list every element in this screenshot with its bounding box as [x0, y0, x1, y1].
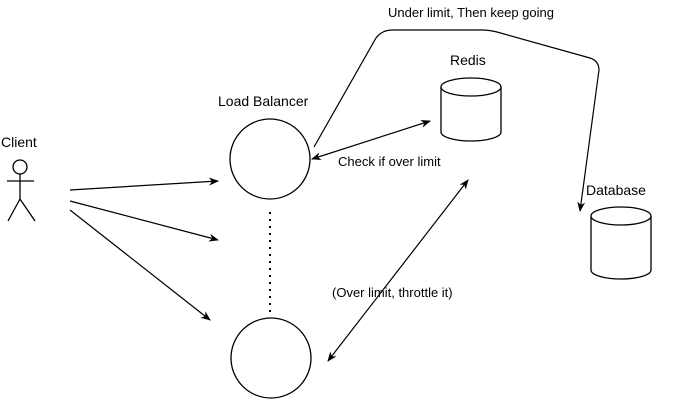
load-balancer-label: Load Balancer: [218, 93, 309, 109]
load-balancer-node-bottom[interactable]: [230, 317, 312, 399]
client-label: Client: [1, 134, 37, 150]
over-limit-label: (Over limit, throttle it): [332, 285, 453, 300]
lb-to-database-arrow: [313, 29, 600, 212]
client-to-lb-middle-arrow: [69, 200, 219, 242]
redis-cylinder-icon[interactable]: [440, 77, 502, 142]
client-actor-icon[interactable]: [7, 159, 36, 222]
lb-redis-throttle-arrow: [327, 179, 469, 362]
under-limit-label: Under limit, Then keep going: [388, 5, 554, 20]
redis-label: Redis: [450, 52, 486, 68]
client-to-lb-top-arrow: [69, 177, 219, 191]
client-to-lb-bottom-arrow: [69, 209, 211, 321]
database-label: Database: [586, 182, 646, 198]
lb-redis-check-arrow: [311, 119, 431, 161]
load-balancer-node-top[interactable]: [229, 118, 311, 200]
database-cylinder-icon[interactable]: [590, 206, 652, 280]
check-limit-label: Check if over limit: [338, 154, 441, 169]
